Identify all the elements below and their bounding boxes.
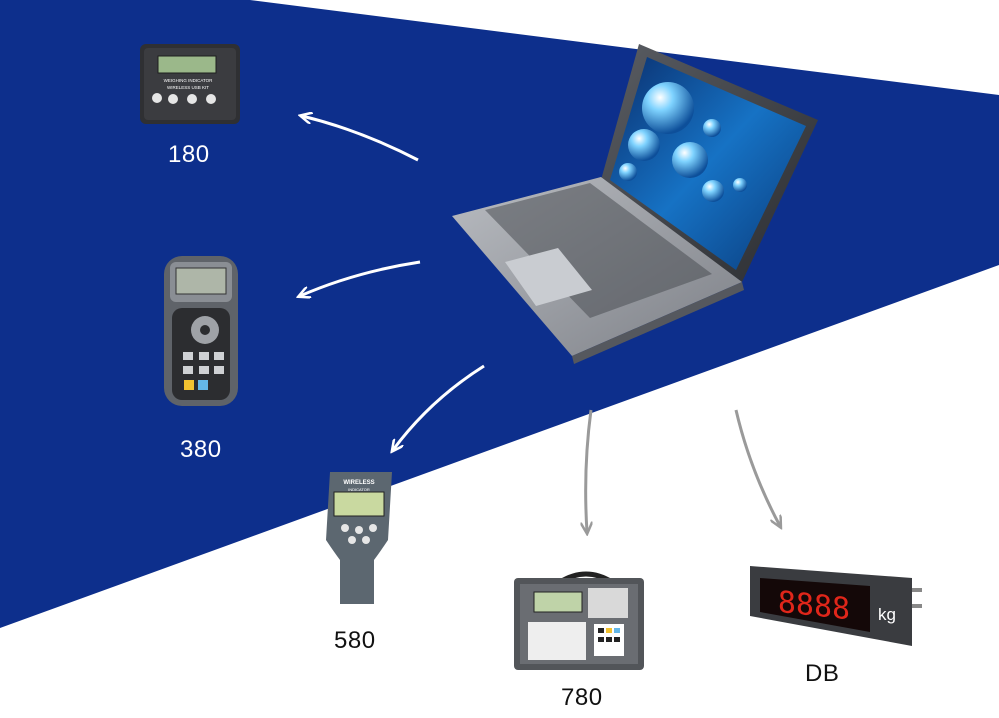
device-580: WIRELESS INDICATOR — [326, 472, 392, 604]
db-digits: 8888 — [778, 585, 850, 627]
arrow-to-780 — [586, 409, 591, 532]
device-580-text-1: WIRELESS — [343, 480, 374, 486]
arrow-to-380 — [300, 260, 421, 296]
device-180: WEIGHING INDICATOR WIRELESS USB KIT — [140, 44, 240, 124]
label-580: 580 — [334, 627, 376, 654]
device-db: 8888 kg — [750, 566, 922, 646]
device-180-text-1: WEIGHING INDICATOR — [164, 78, 214, 83]
label-db: DB — [805, 660, 840, 687]
label-380: 380 — [180, 436, 222, 463]
arrows — [300, 116, 780, 532]
device-580-text-2: INDICATOR — [348, 487, 370, 492]
laptop — [452, 44, 818, 364]
arrow-to-180 — [302, 116, 419, 162]
arrow-to-db — [734, 409, 780, 526]
device-180-text-2: WIRELESS USB KIT — [167, 85, 209, 90]
label-780: 780 — [561, 684, 603, 711]
device-780 — [514, 571, 644, 670]
arrow-to-580 — [393, 364, 485, 450]
device-380 — [164, 256, 238, 406]
label-180: 180 — [168, 141, 210, 168]
db-unit: kg — [878, 605, 896, 624]
